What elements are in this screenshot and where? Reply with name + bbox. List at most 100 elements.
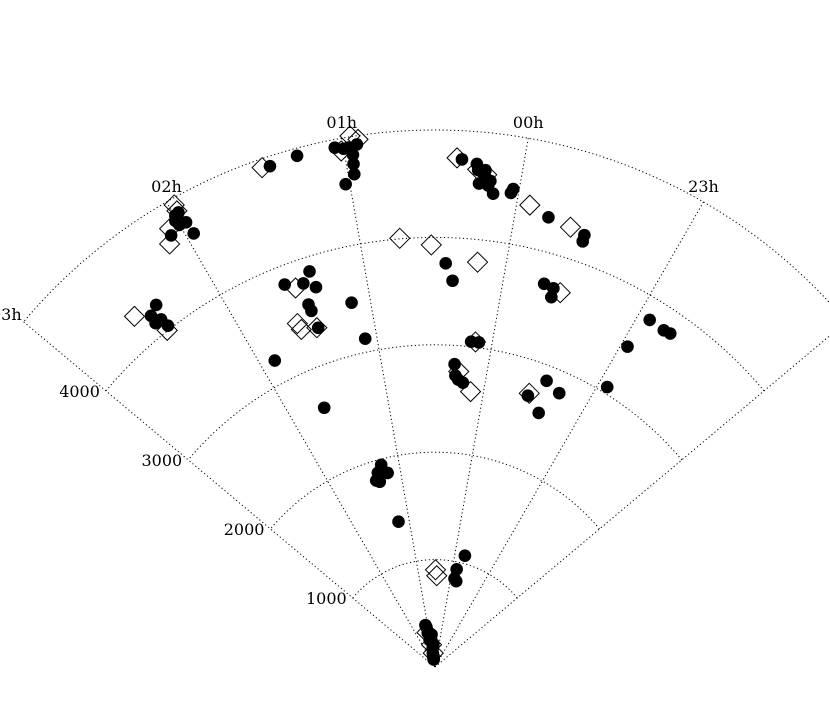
point-open-diamond <box>549 281 571 304</box>
point-filled-circle <box>317 401 331 415</box>
point-open-diamond <box>156 319 178 342</box>
point-filled-circle <box>149 298 163 312</box>
point-open-diamond <box>476 164 498 186</box>
point-filled-circle <box>545 290 558 304</box>
point-filled-circle <box>187 227 200 240</box>
distance-label-3000: 3000 <box>141 451 182 470</box>
point-filled-circle <box>347 157 360 171</box>
distance-label-1000: 1000 <box>306 589 347 608</box>
point-filled-circle <box>149 316 162 330</box>
distance-tick-labels: 1000 2000 3000 4000 <box>59 382 347 608</box>
point-filled-circle <box>486 187 500 200</box>
point-filled-circle <box>290 149 304 163</box>
ra-label-02h: 02h <box>151 177 182 196</box>
point-filled-circle <box>504 186 518 200</box>
point-open-diamond <box>426 565 448 587</box>
point-filled-circle <box>345 296 358 309</box>
point-filled-circle <box>309 280 323 294</box>
point-filled-circle <box>173 218 186 232</box>
point-open-diamond <box>448 360 470 383</box>
point-filled-circle <box>373 475 387 489</box>
point-open-diamond <box>464 331 487 353</box>
point-filled-circle <box>439 257 453 270</box>
point-open-diamond <box>420 633 443 656</box>
arc-4000 <box>105 236 765 392</box>
point-open-diamond <box>466 251 489 273</box>
point-open-diamond <box>339 125 361 147</box>
ra-tick-labels: 03h02h01h00h23h22h <box>0 113 719 324</box>
point-open-diamond <box>330 140 352 162</box>
point-open-diamond <box>389 227 411 250</box>
point-open-diamond <box>158 233 181 255</box>
point-open-diamond <box>416 621 438 644</box>
point-open-diamond <box>466 158 489 181</box>
polar-grid <box>23 129 830 668</box>
point-open-diamond <box>166 200 188 222</box>
point-open-diamond <box>424 559 447 581</box>
point-filled-circle <box>455 153 469 166</box>
point-open-diamond <box>284 277 307 299</box>
data-points <box>123 125 677 666</box>
point-open-diamond <box>286 312 309 335</box>
point-open-diamond <box>420 234 443 256</box>
point-filled-circle <box>347 167 361 181</box>
point-open-diamond <box>446 147 468 169</box>
point-filled-circle <box>456 376 470 389</box>
arc-1000 <box>352 559 518 599</box>
point-filled-circle <box>472 177 486 190</box>
point-filled-circle <box>346 148 360 162</box>
point-filled-circle <box>542 211 555 224</box>
point-filled-circle <box>576 235 590 248</box>
point-open-diamond <box>163 194 185 216</box>
point-filled-circle <box>600 380 614 394</box>
point-filled-circle <box>311 321 325 335</box>
arc-5000 <box>23 129 830 323</box>
point-filled-circle <box>448 357 461 371</box>
point-filled-circle <box>278 278 291 291</box>
point-filled-circle <box>643 313 656 327</box>
point-filled-circle <box>450 562 463 576</box>
point-filled-circle <box>449 574 463 588</box>
distance-label-2000: 2000 <box>224 520 265 539</box>
spoke-line-00h <box>434 138 529 668</box>
ra-label-23h: 23h <box>688 177 719 196</box>
distance-label-4000: 4000 <box>59 382 100 401</box>
arc-3000 <box>187 344 683 461</box>
point-open-diamond <box>459 380 482 403</box>
point-filled-circle <box>458 549 472 563</box>
point-filled-circle <box>392 515 405 528</box>
spoke-line-02h <box>166 201 436 668</box>
point-filled-circle <box>621 340 634 353</box>
point-open-diamond <box>519 194 541 216</box>
point-filled-circle <box>297 277 310 290</box>
point-open-diamond <box>306 317 328 339</box>
point-open-diamond <box>347 128 369 151</box>
point-open-diamond <box>518 382 540 405</box>
ra-label-03h: 03h <box>0 305 22 324</box>
spoke-line-03h <box>23 321 436 668</box>
ra-label-00h: 00h <box>513 113 544 132</box>
point-filled-circle <box>305 304 318 318</box>
point-filled-circle <box>268 354 282 367</box>
point-filled-circle <box>552 386 566 400</box>
point-open-diamond <box>559 216 582 238</box>
point-filled-circle <box>339 177 352 191</box>
point-filled-circle <box>303 265 316 278</box>
point-filled-circle <box>532 406 545 420</box>
arc-2000 <box>270 451 600 530</box>
ra-label-01h: 01h <box>326 113 357 132</box>
point-filled-circle <box>446 274 459 288</box>
point-filled-circle <box>472 336 486 349</box>
spoke-line-22h <box>434 334 830 668</box>
spoke-line-01h <box>341 138 436 668</box>
point-filled-circle <box>358 332 372 346</box>
point-open-diamond <box>158 218 181 240</box>
point-open-diamond <box>422 642 445 664</box>
point-open-diamond <box>123 305 146 328</box>
point-open-diamond <box>251 156 273 179</box>
point-filled-circle <box>663 327 677 340</box>
spoke-line-23h <box>434 201 704 668</box>
point-filled-circle <box>540 374 553 388</box>
point-filled-circle <box>381 466 394 480</box>
